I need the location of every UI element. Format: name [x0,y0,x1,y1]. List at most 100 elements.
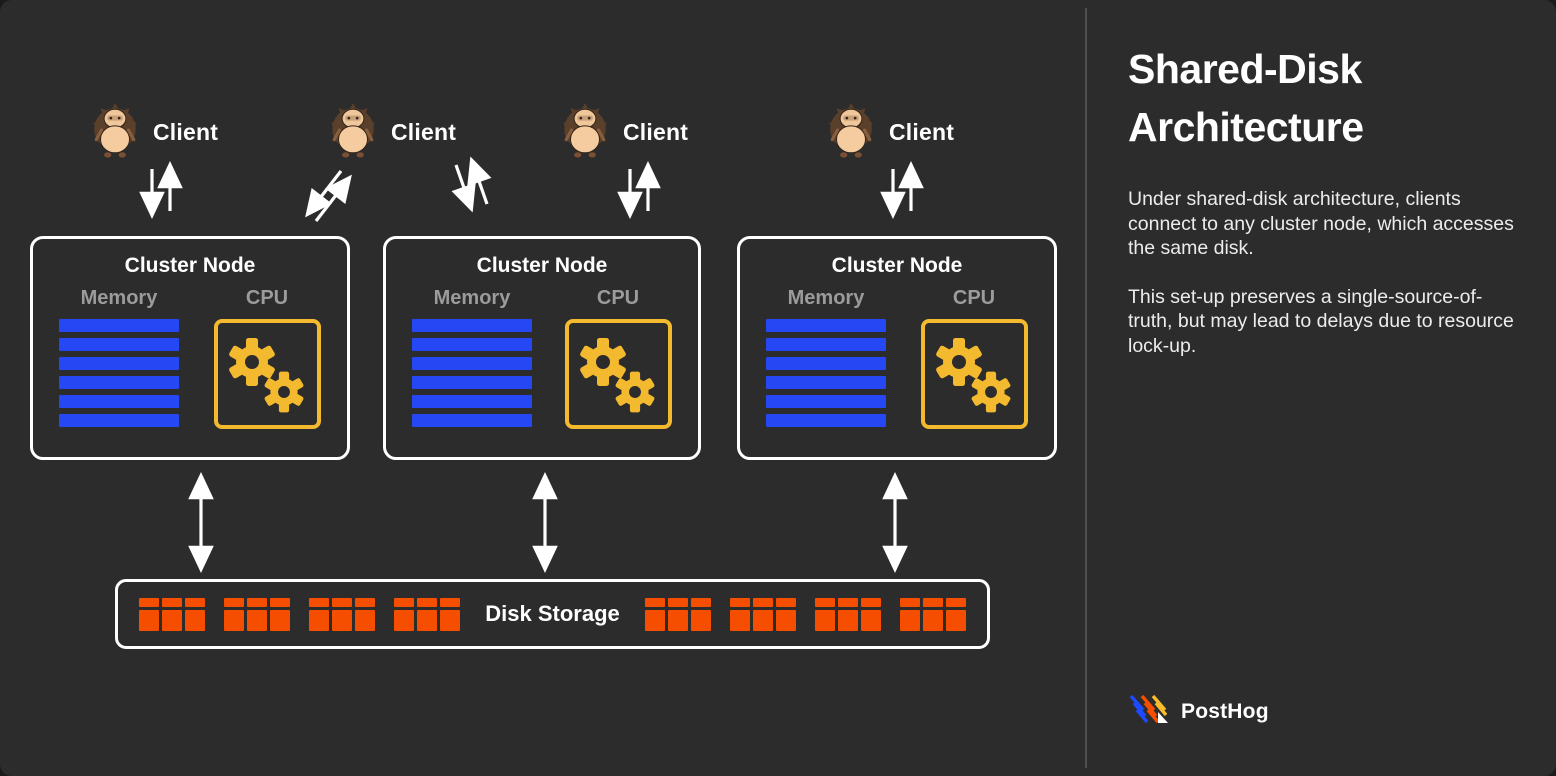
disk-cell [440,597,461,607]
disk-cell [690,609,711,631]
cpu-block: CPU [920,287,1028,441]
disk-cell [667,597,688,607]
disk-cell [247,597,268,607]
disk-cell [440,609,461,631]
disk-cells-group [394,597,461,631]
memory-label: Memory [80,287,158,309]
disk-cell [860,597,881,607]
cpu-label: CPU [596,287,640,309]
client2-node2-arrows [451,156,492,213]
disk-cell [355,597,376,607]
disk-cell [775,597,796,607]
disk-cell [185,597,205,607]
hedgehog-client-icon [562,102,608,163]
disk-cell [900,609,920,631]
memory-bar [59,376,179,389]
memory-label: Memory [787,287,865,309]
disk-cell [690,597,711,607]
description: Under shared-disk architecture, clients … [1128,187,1516,358]
client2-node1-arrows [305,170,352,222]
disk-cell [837,597,858,607]
disk-cell [729,597,750,607]
disk-cell [162,597,182,607]
disk-cell [224,609,245,631]
disk-cells-group [900,597,966,631]
client-2: Client [330,102,456,163]
memory-bar [766,414,886,427]
memory-bars [59,319,179,427]
panel-divider [1085,8,1087,768]
gears-icon [572,325,664,424]
disk-cell [139,597,159,607]
memory-bar [412,338,532,351]
memory-bar [766,376,886,389]
gears-icon [221,325,313,424]
cpu-box [920,319,1028,429]
disk-cell [270,597,291,607]
disk-cell [644,597,665,607]
disk-cells-group [224,597,291,631]
description-paragraph-2: This set-up preserves a single-source-of… [1128,285,1514,357]
hedgehog-client-icon [828,102,874,163]
client1-node1-arrows [139,161,183,219]
disk-cell [923,609,943,631]
memory-label: Memory [433,287,511,309]
memory-bar [59,414,179,427]
disk-cell [837,609,858,631]
page-title: Shared-Disk Architecture [1128,46,1364,150]
disk-cell [900,597,920,607]
memory-bar [59,319,179,332]
disk-cells-group [729,597,796,631]
hedgehog-client-icon [330,102,376,163]
disk-cell [309,609,330,631]
disk-cell [309,597,330,607]
disk-cell [814,597,835,607]
disk-cell [775,609,796,631]
cluster-node-title: Cluster Node [831,254,963,277]
disk-cell [355,609,376,631]
client-label: Client [153,119,219,145]
gears-icon [928,325,1020,424]
client-1: Client [92,102,218,163]
client-label: Client [623,119,689,145]
disk-cell [946,609,966,631]
client-label: Client [391,119,457,145]
disk-cell [644,609,665,631]
cpu-label: CPU [952,287,996,309]
disk-cell [417,597,438,607]
cluster-node-title: Cluster Node [124,254,256,277]
disk-cell [332,609,353,631]
cpu-box [213,319,321,429]
cpu-box [564,319,672,429]
client3-node2-arrows [617,161,661,219]
memory-block: Memory [766,287,886,441]
memory-bars [766,319,886,427]
disk-cell [417,609,438,631]
memory-bar [766,338,886,351]
cpu-block: CPU [213,287,321,441]
memory-bar [766,357,886,370]
disk-cell [923,597,943,607]
disk-cell [752,609,773,631]
description-paragraph-1: Under shared-disk architecture, clients … [1128,188,1514,259]
disk-cell [270,609,291,631]
disk-storage-label: Disk Storage [485,601,620,626]
memory-bar [412,395,532,408]
client-3: Client [562,102,688,163]
disk-cells-group [139,597,205,631]
disk-cell [667,609,688,631]
disk-cell [162,609,182,631]
client-4: Client [828,102,954,163]
disk-cell [814,609,835,631]
memory-bars [412,319,532,427]
memory-bar [412,414,532,427]
disk-cell [860,609,881,631]
posthog-logo-icon [1129,694,1168,724]
disk-cell [394,609,415,631]
disk-cell [224,597,245,607]
disk-cells-group [309,597,376,631]
memory-bar [766,319,886,332]
memory-bar [412,376,532,389]
disk-cell [139,609,159,631]
